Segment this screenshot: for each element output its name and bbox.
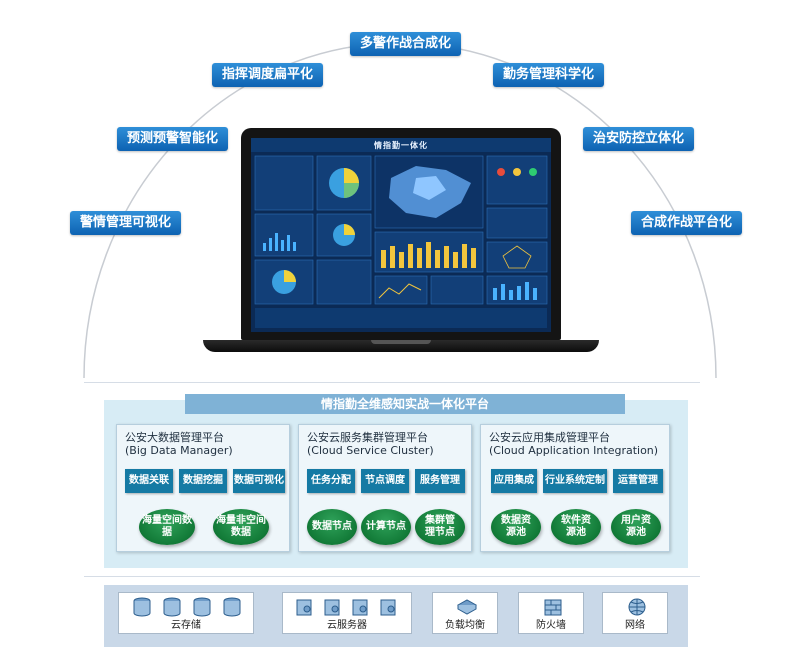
dashboard-illustration [251, 138, 551, 328]
infra-cloud-storage: 云存储 [118, 592, 254, 634]
load-balancer-icon [457, 599, 477, 615]
database-icon [193, 597, 211, 617]
orb-data-pool: 数据资源池 [491, 509, 541, 545]
server-icon [324, 599, 340, 616]
infra-label: 防火墙 [536, 620, 566, 631]
orb-cluster-node: 集群管理节点 [415, 509, 465, 545]
panel-title: 公安云服务集群管理平台(Cloud Service Cluster) [307, 431, 434, 457]
orb-spatial-data: 海量空间数据 [139, 509, 195, 545]
infra-label: 云存储 [171, 620, 201, 631]
server-icon [296, 599, 312, 616]
tile-operation-management: 运营管理 [613, 469, 663, 493]
laptop-screen-frame: 情指勤一体化 [241, 128, 561, 340]
panel-title: 公安大数据管理平台(Big Data Manager) [125, 431, 233, 457]
divider-top [84, 382, 700, 383]
tile-service-management: 服务管理 [415, 469, 465, 493]
panel-title: 公安云应用集成管理平台(Cloud Application Integratio… [489, 431, 659, 457]
orb-compute-node: 计算节点 [361, 509, 411, 545]
orb-user-pool: 用户资源池 [611, 509, 661, 545]
database-icon [223, 597, 241, 617]
firewall-icon [544, 599, 562, 616]
tile-task-assignment: 任务分配 [307, 469, 355, 493]
orb-data-node: 数据节点 [307, 509, 357, 545]
panel-cloud-app: 公安云应用集成管理平台(Cloud Application Integratio… [480, 424, 670, 552]
divider-bottom [84, 576, 700, 577]
server-icon [380, 599, 396, 616]
orb-software-pool: 软件资源池 [551, 509, 601, 545]
tile-app-integration: 应用集成 [491, 469, 537, 493]
capability-platform: 合成作战平台化 [631, 211, 743, 235]
infra-firewall: 防火墙 [518, 592, 584, 634]
database-icon [133, 597, 151, 617]
panel-cloud-service: 公安云服务集群管理平台(Cloud Service Cluster) 任务分配 … [298, 424, 472, 552]
capability-visualization: 警情管理可视化 [70, 211, 182, 235]
tile-data-mining: 数据挖掘 [179, 469, 227, 493]
database-icon [163, 597, 181, 617]
infra-label: 云服务器 [327, 620, 367, 631]
tile-industry-customization: 行业系统定制 [543, 469, 607, 493]
capability-duty-management: 勤务管理科学化 [493, 63, 605, 87]
tile-data-association: 数据关联 [125, 469, 173, 493]
server-icon [352, 599, 368, 616]
laptop-base [203, 340, 599, 352]
dashboard-title: 情指勤一体化 [374, 141, 428, 150]
tile-data-visualization: 数据可视化 [233, 469, 285, 493]
infra-label: 网络 [625, 620, 645, 631]
infra-label: 负载均衡 [445, 620, 485, 631]
capability-command-flat: 指挥调度扁平化 [212, 63, 324, 87]
dashboard-screen: 情指勤一体化 [251, 138, 551, 332]
laptop: 情指勤一体化 [203, 128, 599, 358]
infra-network: 网络 [602, 592, 668, 634]
tile-node-scheduling: 节点调度 [361, 469, 409, 493]
capability-public-security: 治安防控立体化 [583, 127, 695, 151]
infra-cloud-server: 云服务器 [282, 592, 412, 634]
orb-non-spatial-data: 海量非空间数据 [213, 509, 269, 545]
globe-icon [628, 598, 646, 616]
capability-prediction: 预测预警智能化 [117, 127, 229, 151]
panel-big-data: 公安大数据管理平台(Big Data Manager) 数据关联 数据挖掘 数据… [116, 424, 290, 552]
platform-title: 情指勤全维感知实战一体化平台 [185, 394, 625, 414]
infra-load-balancer: 负载均衡 [432, 592, 498, 634]
capability-multi-police: 多警作战合成化 [350, 32, 462, 56]
